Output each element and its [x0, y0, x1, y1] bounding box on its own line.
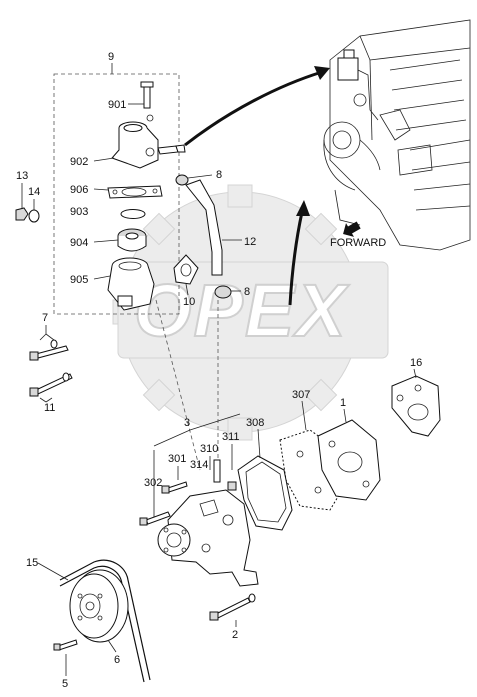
nut-310 [227, 481, 237, 491]
gasket-906 [107, 185, 163, 199]
callout-9: 9 [108, 51, 114, 63]
pipe-311 [213, 459, 221, 483]
callout-301: 301 [168, 453, 186, 465]
callout-7: 7 [42, 312, 48, 324]
engine-block [323, 19, 471, 251]
callout-905: 905 [70, 274, 88, 286]
thermostat-housing-902 [111, 121, 159, 169]
callout-8-lower: 8 [244, 286, 250, 298]
plug-13 [15, 207, 29, 221]
callout-2: 2 [232, 629, 238, 641]
forward-arrow-icon [343, 221, 361, 237]
callout-1: 1 [340, 397, 346, 409]
callout-311: 311 [222, 431, 240, 443]
thermostat-904 [117, 228, 147, 252]
gasket-16 [391, 375, 441, 437]
bypass-hose-12 [185, 179, 223, 276]
forward-label: FORWARD [330, 237, 386, 249]
bolt-302 [139, 481, 188, 526]
cover-plate-1 [317, 419, 381, 501]
callout-307: 307 [292, 389, 310, 401]
callout-308: 308 [246, 417, 264, 429]
fan-pulley-6 [69, 569, 129, 643]
water-pump-body [157, 489, 259, 587]
washer-14 [28, 209, 40, 223]
callout-3: 3 [184, 417, 190, 429]
callout-13: 13 [16, 170, 28, 182]
o-ring-903 [120, 209, 146, 219]
thermostat-case-905 [107, 257, 155, 311]
gasket-10 [173, 254, 199, 285]
bolt-7 [29, 339, 69, 361]
watermark-text: OPEX [134, 269, 350, 352]
callout-901: 901 [108, 99, 126, 111]
hose-clamp-upper [175, 174, 189, 186]
bolt-5 [53, 639, 78, 651]
bolt-901 [140, 81, 154, 109]
callout-6: 6 [114, 654, 120, 666]
callout-16: 16 [410, 357, 422, 369]
callout-310: 310 [200, 443, 218, 455]
bolt-2 [209, 593, 256, 621]
callout-11: 11 [44, 402, 55, 414]
callout-906: 906 [70, 184, 88, 196]
callout-14: 14 [28, 186, 40, 198]
alignment-line-b [155, 299, 201, 471]
callout-5: 5 [62, 678, 68, 690]
hose-clamp-lower [214, 285, 232, 299]
callout-903: 903 [70, 206, 88, 218]
callout-15: 15 [26, 557, 38, 569]
callout-314: 314 [190, 459, 208, 471]
assembly-arrow-upper [184, 66, 330, 147]
callout-902: 902 [70, 156, 88, 168]
hose-fitting [157, 144, 186, 155]
opex-watermark: OPEX [112, 184, 389, 441]
callout-8-upper: 8 [216, 169, 222, 181]
callout-302: 302 [144, 477, 162, 489]
assembly-arrow-lower [288, 200, 310, 306]
callout-904: 904 [70, 237, 88, 249]
callout-12: 12 [244, 236, 256, 248]
callout-10: 10 [183, 296, 195, 308]
gasket-308 [237, 455, 293, 531]
thermostat-group-box [53, 73, 180, 315]
bolt-11 [29, 372, 73, 397]
